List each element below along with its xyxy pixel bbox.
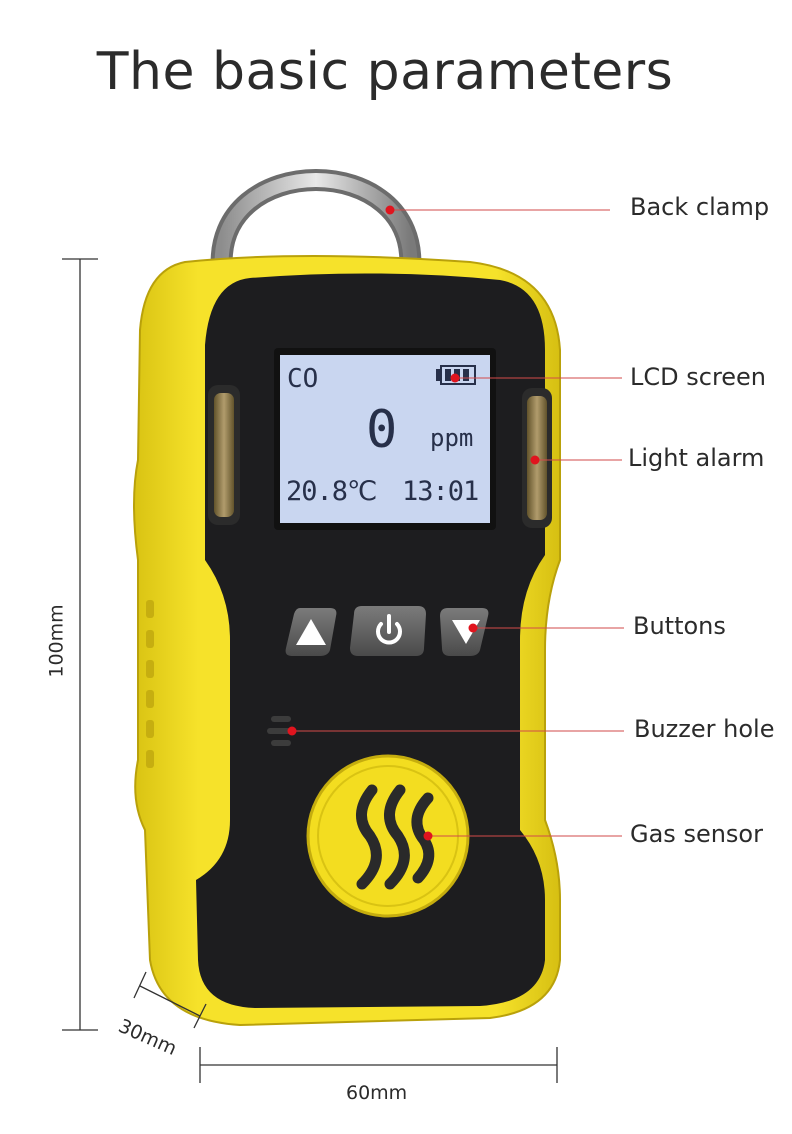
page-title: The basic parameters: [96, 42, 674, 102]
callout-lines: [292, 209, 624, 837]
callout-dots: [287, 205, 540, 841]
label-buttons: Buttons: [633, 612, 726, 640]
label-height: 100mm: [45, 604, 68, 678]
lcd-gas-type: CO: [287, 364, 319, 394]
power-button[interactable]: [350, 606, 426, 656]
power-icon: [376, 614, 402, 645]
buzzer-hole: [267, 716, 291, 746]
label-gas-sensor: Gas sensor: [630, 820, 763, 848]
label-light-alarm: Light alarm: [628, 444, 765, 472]
label-buzzer-hole: Buzzer hole: [634, 715, 775, 743]
dimension-height: [62, 258, 98, 1031]
label-lcd-screen: LCD screen: [630, 363, 767, 391]
lcd-time: 13:01: [402, 476, 479, 507]
up-button[interactable]: [285, 608, 337, 656]
lcd-unit: ppm: [430, 424, 474, 452]
triangle-up-icon: [296, 619, 326, 645]
dimension-depth: [133, 971, 207, 1029]
lcd-temperature: 20.8℃: [286, 476, 377, 507]
dimension-width: [199, 1047, 558, 1083]
gas-sensor: [306, 754, 470, 918]
back-clamp: [210, 169, 422, 281]
label-width: 60mm: [346, 1082, 408, 1104]
lcd-reading: 0: [366, 400, 398, 460]
side-grip: [146, 600, 154, 768]
label-back-clamp: Back clamp: [630, 193, 770, 221]
